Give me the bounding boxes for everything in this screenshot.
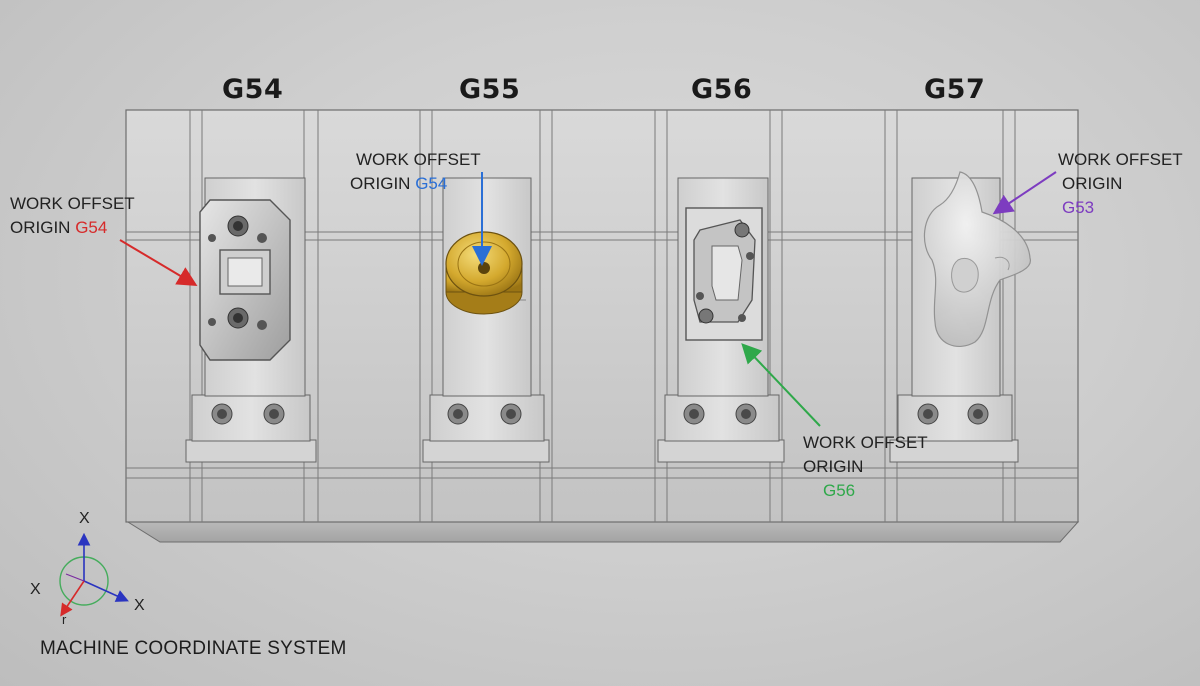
clear-organic-part <box>923 171 1031 347</box>
label-g56-code: G56 <box>823 481 856 500</box>
label-g56-line2: ORIGIN <box>803 457 864 476</box>
header-g55: G55 <box>459 74 521 105</box>
label-g56: WORK OFFSET ORIGIN G56 <box>803 431 928 503</box>
brass-cylinder-part <box>445 231 523 315</box>
label-g57-line2: ORIGIN <box>1062 174 1123 193</box>
header-g54: G54 <box>222 74 284 105</box>
g56-arrow <box>741 343 821 427</box>
axis-label-down: r <box>62 612 67 627</box>
label-g54-line2: ORIGIN <box>10 218 71 237</box>
machine-coordinate-system-label: MACHINE COORDINATE SYSTEM <box>40 638 347 659</box>
label-g57: WORK OFFSET ORIGIN G53 <box>1058 148 1183 220</box>
steel-plate-part <box>199 199 291 361</box>
label-g54: WORK OFFSET ORIGIN G54 <box>10 192 135 240</box>
axis-label-up: X <box>79 510 90 527</box>
g57-arrow <box>992 171 1057 215</box>
axis-label-right: X <box>134 597 145 614</box>
label-g57-code: G53 <box>1062 198 1095 217</box>
label-g57-line1: WORK OFFSET <box>1058 150 1183 169</box>
pocketed-block-part <box>685 207 763 341</box>
label-g55-line1: WORK OFFSET <box>356 150 481 169</box>
label-g54-code: G54 <box>75 218 108 237</box>
label-g54-line1: WORK OFFSET <box>10 194 135 213</box>
label-g55: WORK OFFSET ORIGIN G54 <box>350 148 481 196</box>
label-g55-line2: ORIGIN <box>350 174 411 193</box>
label-g55-line2-wrap: ORIGIN G54 <box>350 172 481 196</box>
axis-label-left: X <box>30 581 41 598</box>
machine-axes-icon <box>59 532 129 617</box>
label-g56-line1: WORK OFFSET <box>803 433 928 452</box>
label-g54-line2-wrap: ORIGIN G54 <box>10 216 135 240</box>
label-g55-code: G54 <box>415 174 448 193</box>
header-g57: G57 <box>924 74 986 105</box>
g54-arrow <box>119 239 198 287</box>
header-g56: G56 <box>691 74 753 105</box>
